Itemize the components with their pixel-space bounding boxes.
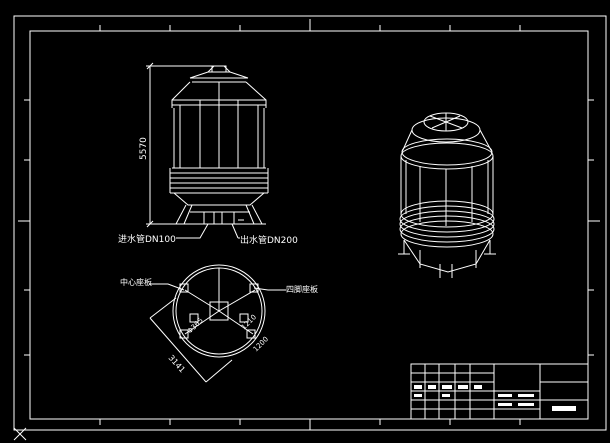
inner-dimension-b: 1210 bbox=[240, 313, 258, 331]
inlet-pipe-label: 进水管DN100 bbox=[118, 233, 176, 245]
pipe-leaders bbox=[176, 223, 240, 239]
inner-dimension-a: Φ365 bbox=[186, 316, 205, 335]
center-seat-label: 中心座板 bbox=[120, 277, 152, 287]
title-block[interactable] bbox=[410, 363, 589, 420]
drawing-frame bbox=[29, 30, 589, 420]
title-block-marks bbox=[414, 385, 576, 411]
outlet-pipe-label: 出水管DN200 bbox=[240, 234, 298, 246]
ucs-icon bbox=[13, 427, 27, 441]
height-dimension-text: 5570 bbox=[139, 137, 149, 160]
front-elevation-view[interactable] bbox=[169, 65, 269, 225]
height-dimension bbox=[146, 62, 212, 228]
frame-tick-marks bbox=[18, 19, 600, 430]
peripheral-seat-label: 四脚座板 bbox=[286, 284, 318, 294]
plan-leaders bbox=[150, 283, 286, 291]
plan-view[interactable] bbox=[149, 264, 266, 383]
sheet-outer-border bbox=[13, 15, 607, 431]
isometric-view[interactable] bbox=[398, 112, 496, 278]
